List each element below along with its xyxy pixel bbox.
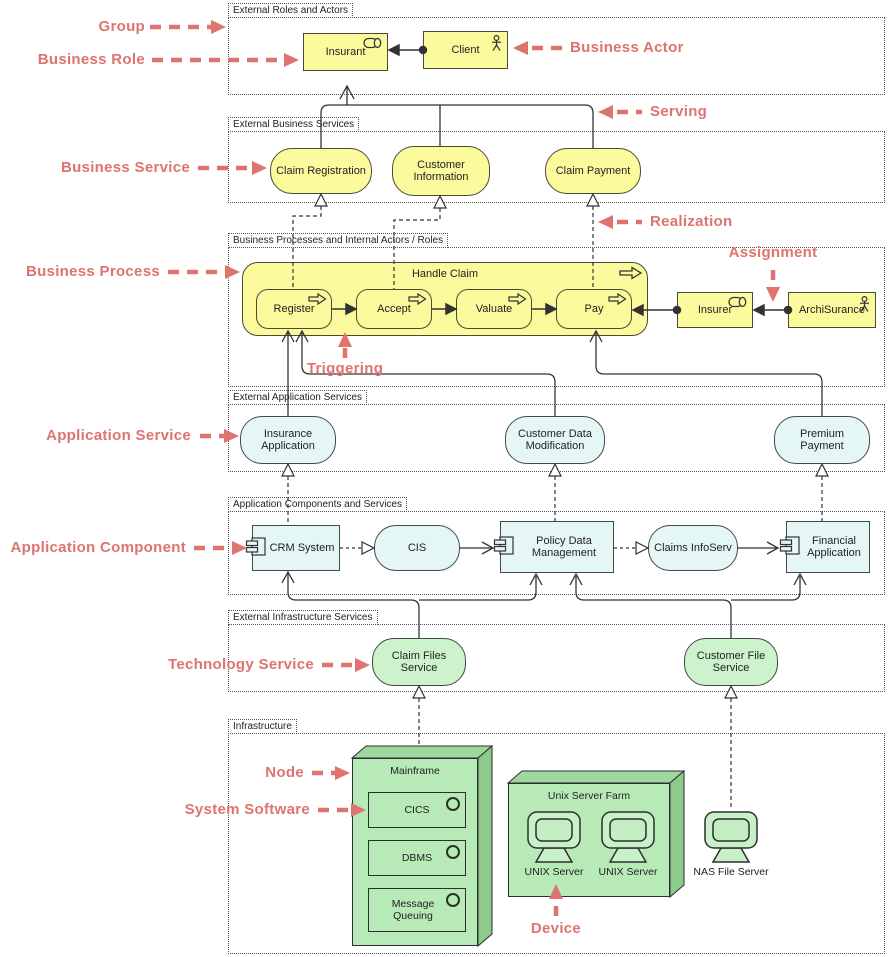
- business-role-insurer: Insurer: [677, 292, 753, 328]
- application-service-cis: CIS: [374, 525, 460, 571]
- system-software-message-queuing: Message Queuing: [368, 888, 466, 932]
- business-process-pay: Pay: [556, 289, 632, 329]
- annotation-business-role: Business Role: [37, 51, 145, 68]
- group-label-app-components: Application Components and Services: [228, 497, 407, 512]
- component-icon: [493, 536, 515, 559]
- annotation-application-component: Application Component: [10, 539, 186, 556]
- device-nas-file-server-label: NAS File Server: [693, 866, 769, 878]
- application-service-claims-infoserv: Claims InfoServ: [648, 525, 738, 571]
- business-process-valuate: Valuate: [456, 289, 532, 329]
- technology-service-customer-file: Customer File Service: [684, 638, 778, 686]
- annotation-group: Group: [98, 18, 145, 35]
- application-component-crm-system: CRM System: [245, 525, 340, 571]
- group-external-roles-and-actors: [228, 17, 885, 95]
- annotation-assignment: Assignment: [728, 244, 818, 261]
- application-component-financial-application: Financial Application: [779, 521, 870, 573]
- annotation-device: Device: [530, 920, 582, 937]
- group-external-infrastructure-services: [228, 624, 885, 692]
- application-component-policy-data-management: Policy Data Management: [493, 521, 614, 573]
- annotation-realization: Realization: [650, 213, 733, 230]
- process-icon: [608, 292, 627, 308]
- business-role-insurant: Insurant: [303, 33, 388, 71]
- process-icon: [408, 292, 427, 308]
- group-application-components: [228, 511, 885, 595]
- annotation-triggering: Triggering: [306, 360, 384, 377]
- component-icon: [245, 537, 267, 560]
- system-software-icon: [446, 893, 460, 907]
- system-software-icon: [446, 845, 460, 859]
- business-process-register: Register: [256, 289, 332, 329]
- device-unix-server-2-icon: [600, 810, 656, 869]
- annotation-system-software: System Software: [184, 801, 310, 818]
- process-icon: [508, 292, 527, 308]
- group-label-business-services: External Business Services: [228, 117, 360, 132]
- annotation-business-process: Business Process: [25, 263, 160, 280]
- component-icon: [779, 536, 801, 559]
- technology-service-claim-files: Claim Files Service: [372, 638, 466, 686]
- group-infrastructure: [228, 733, 885, 954]
- device-unix-server-1-icon: [526, 810, 582, 869]
- group-label-app-services: External Application Services: [228, 390, 367, 405]
- group-label-infra-services: External Infrastructure Services: [228, 610, 378, 625]
- application-service-premium-payment: Premium Payment: [774, 416, 870, 464]
- system-software-icon: [446, 797, 460, 811]
- device-unix-server-2-label: UNIX Server: [598, 866, 658, 878]
- business-actor-client: Client: [423, 31, 508, 69]
- business-process-accept: Accept: [356, 289, 432, 329]
- application-service-insurance-application: Insurance Application: [240, 416, 336, 464]
- annotation-technology-service: Technology Service: [167, 656, 314, 673]
- annotation-business-service: Business Service: [60, 159, 190, 176]
- annotation-business-actor: Business Actor: [570, 39, 684, 56]
- group-label-infrastructure: Infrastructure: [228, 719, 297, 734]
- process-icon: [308, 292, 327, 308]
- business-actor-archisurance: ArchiSurance: [788, 292, 876, 328]
- annotation-application-service: Application Service: [46, 427, 191, 444]
- role-icon: [363, 37, 383, 52]
- role-icon: [728, 296, 748, 311]
- business-service-customer-information: Customer Information: [392, 146, 490, 196]
- process-icon: [619, 266, 643, 283]
- group-label-external-roles: External Roles and Actors: [228, 3, 354, 18]
- business-service-claim-registration: Claim Registration: [270, 148, 372, 194]
- application-service-customer-data-modification: Customer Data Modification: [505, 416, 605, 464]
- actor-icon: [858, 295, 871, 316]
- group-label-processes: Business Processes and Internal Actors /…: [228, 233, 449, 248]
- actor-icon: [490, 34, 503, 55]
- device-nas-file-server-icon: [703, 810, 759, 869]
- business-service-claim-payment: Claim Payment: [545, 148, 641, 194]
- group-business-processes: [228, 247, 885, 387]
- system-software-dbms: DBMS: [368, 840, 466, 876]
- annotation-serving: Serving: [650, 103, 708, 120]
- system-software-cics: CICS: [368, 792, 466, 828]
- device-unix-server-1-label: UNIX Server: [524, 866, 584, 878]
- annotation-node: Node: [265, 764, 304, 781]
